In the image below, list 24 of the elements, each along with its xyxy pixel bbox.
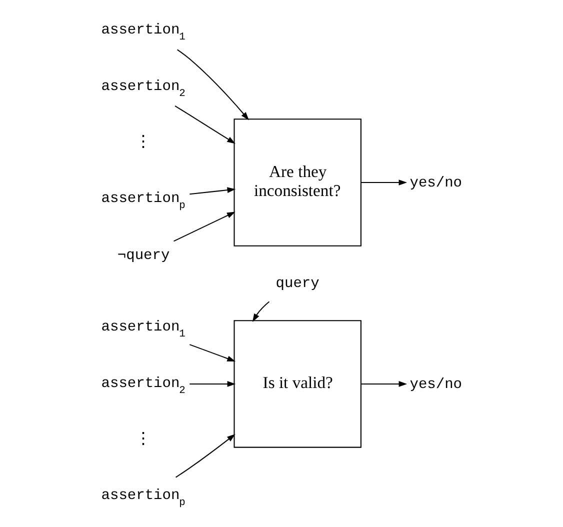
arrow [361, 381, 408, 387]
arrow [174, 212, 236, 242]
node-text: assertion$_{1}$ [101, 320, 186, 341]
node-text: assertion$_{p}$ [101, 190, 186, 212]
arrow [190, 381, 236, 387]
node-text: assertion$_{p}$ [101, 488, 186, 509]
node-text: query [276, 276, 320, 292]
node-box: Are they inconsistent? [234, 118, 362, 246]
node-text: assertion$_{2}$ [101, 78, 186, 100]
arrow [174, 105, 236, 144]
label: ⋮ [135, 132, 152, 152]
arrow [189, 344, 236, 362]
node-text: yes/no [410, 376, 462, 393]
arrow [252, 301, 270, 322]
arrow [361, 180, 408, 186]
node-text: ¬query [117, 248, 170, 264]
node-box: Is it valid? [234, 320, 362, 448]
node-text: assertion$_{2}$ [101, 376, 186, 397]
arrow [176, 434, 236, 478]
node-text: yes/no [410, 175, 462, 192]
arrow [177, 49, 249, 120]
arrow [190, 187, 236, 195]
label: ⋮ [135, 430, 152, 450]
node-text: assertion$_{1}$ [101, 22, 186, 44]
